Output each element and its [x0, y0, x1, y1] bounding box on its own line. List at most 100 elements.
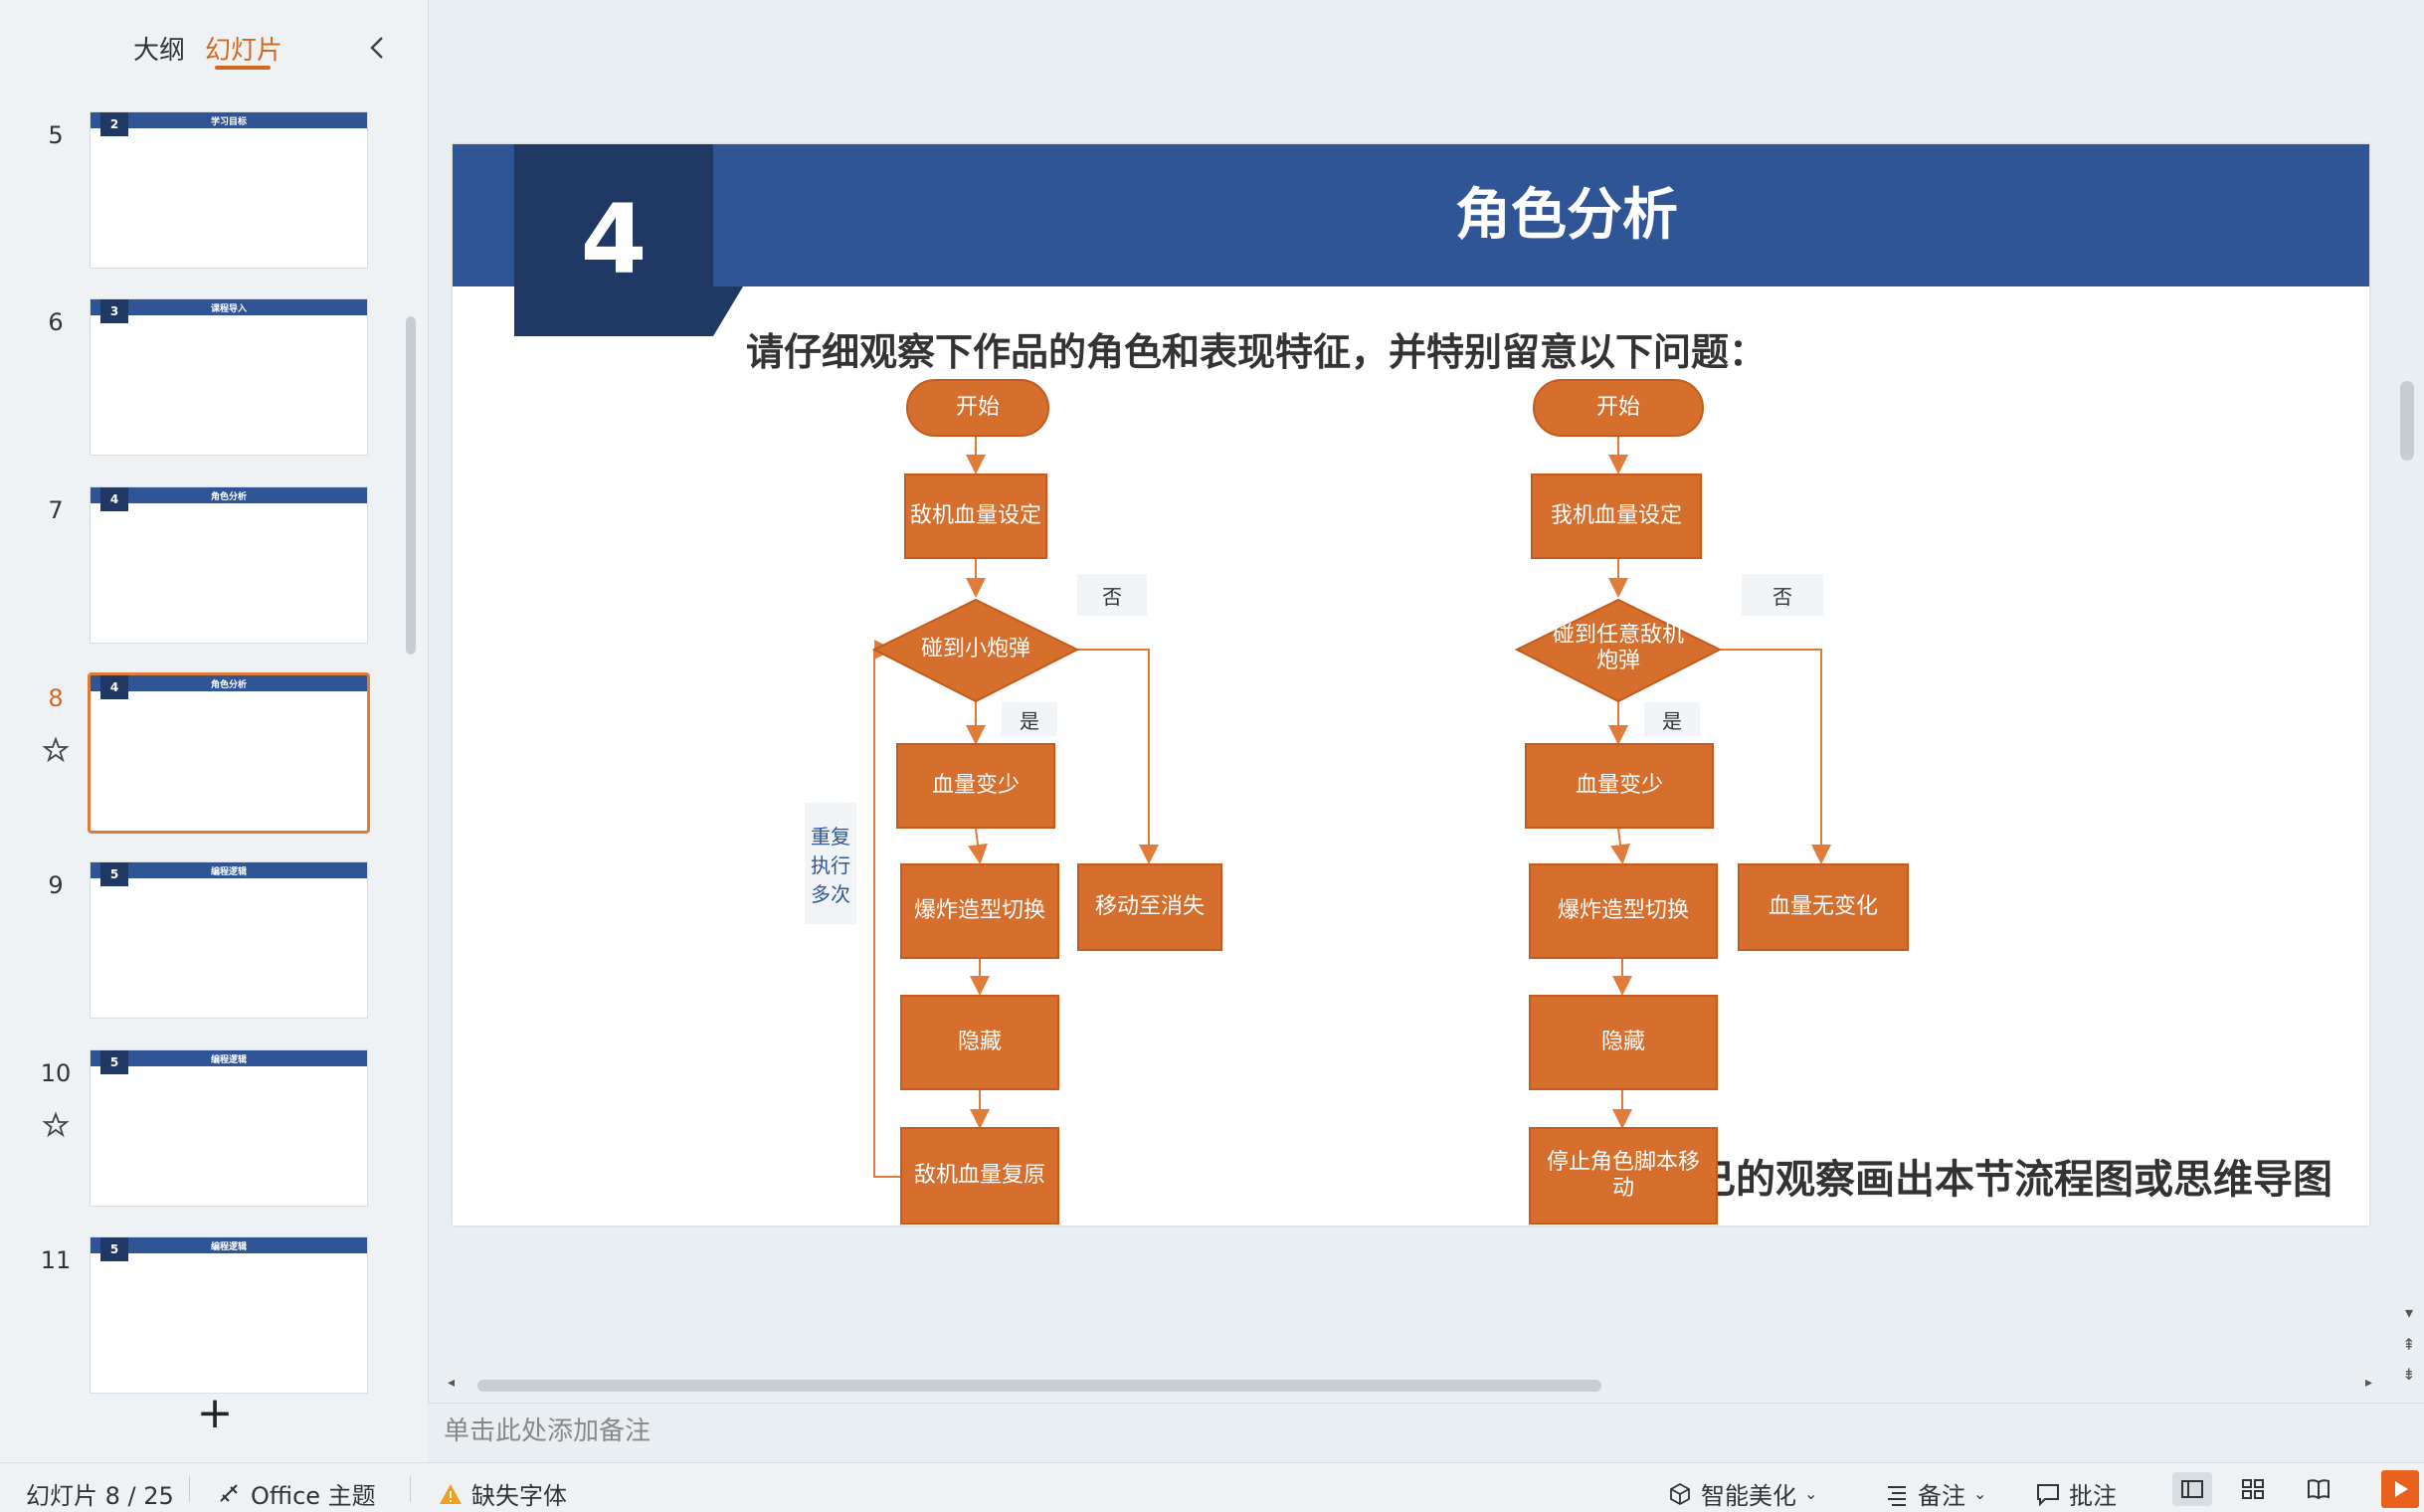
- thumbnail-title: 课程导入: [210, 304, 247, 314]
- cube-icon: [1670, 1482, 1690, 1505]
- flow-left-hp-down[interactable]: 血量变少: [896, 743, 1055, 829]
- thumbnail-title: 学习目标: [210, 117, 247, 127]
- tab-slides[interactable]: 幻灯片: [205, 36, 283, 66]
- thumbnail-row[interactable]: 5 2 学习目标: [0, 111, 398, 271]
- slide-thumbnail[interactable]: 2 学习目标: [90, 111, 368, 269]
- comments-button[interactable]: 批注: [2035, 1476, 2117, 1511]
- thumbnail-title: 角色分析: [210, 492, 247, 502]
- collapse-panel-button[interactable]: [366, 30, 390, 66]
- flow-left-explode[interactable]: 爆炸造型切换: [900, 863, 1059, 959]
- comment-icon: [2037, 1483, 2059, 1506]
- flow-left-repeat-label: 重复 执行 多次: [805, 803, 856, 924]
- thumbnail-row[interactable]: 8 4 角色分析: [0, 672, 398, 834]
- next-slide-icon[interactable]: ⇟: [2402, 1365, 2416, 1384]
- notes-pane[interactable]: [428, 1403, 2424, 1463]
- slide-canvas[interactable]: 4 角色分析 请仔细观察下作品的角色和表现特征，并特别留意以下问题：: [453, 144, 2369, 1226]
- slideshow-button[interactable]: [2381, 1470, 2419, 1508]
- decision-diamond-left: [871, 598, 1080, 703]
- thumbnail-badge: 4: [100, 675, 128, 699]
- slide-sorter-button[interactable]: [2240, 1476, 2266, 1502]
- flow-left-set-hp[interactable]: 敌机血量设定: [904, 473, 1047, 559]
- thumbnail-number: 5: [48, 121, 64, 149]
- thumbnail-number: 11: [40, 1246, 72, 1274]
- notes-toggle-button[interactable]: 备注 ⌄: [1884, 1476, 1986, 1511]
- notes-placeholder[interactable]: 单击此处添加备注: [444, 1417, 652, 1446]
- thumbnail-number: 7: [48, 496, 64, 524]
- slide-thumbnail[interactable]: 4 角色分析: [88, 672, 370, 834]
- flow-right-explode[interactable]: 爆炸造型切换: [1529, 863, 1718, 959]
- tab-active-indicator: [215, 66, 271, 70]
- chevron-left-icon: [370, 37, 383, 59]
- missing-font-button[interactable]: 缺失字体: [438, 1476, 567, 1511]
- notes-label: 备注: [1918, 1482, 1965, 1510]
- flow-left-decision[interactable]: 碰到小炮弹: [920, 636, 1030, 662]
- flow-right-no-label: 否: [1742, 574, 1823, 616]
- section-number-wedge: [713, 286, 743, 336]
- grid-view-icon: [2242, 1479, 2264, 1499]
- thumbnail-badge: 2: [100, 112, 128, 136]
- thumbnail-row[interactable]: 7 4 角色分析: [0, 486, 398, 646]
- book-icon: [2308, 1479, 2330, 1500]
- comments-label: 批注: [2069, 1482, 2117, 1510]
- tab-outline[interactable]: 大纲: [133, 36, 186, 66]
- scroll-right-icon[interactable]: ▸: [2365, 1375, 2373, 1391]
- normal-view-icon: [2181, 1480, 2203, 1498]
- panel-scrollbar[interactable]: [406, 316, 416, 655]
- flow-right-hide[interactable]: 隐藏: [1529, 995, 1718, 1090]
- thumbnail-title: 编程逻辑: [210, 867, 247, 877]
- slide-thumbnail[interactable]: 3 课程导入: [90, 298, 368, 456]
- scroll-left-icon[interactable]: ◂: [448, 1375, 456, 1391]
- flow-left-restore[interactable]: 敌机血量复原: [900, 1127, 1059, 1225]
- prev-slide-icon[interactable]: ⇞: [2402, 1335, 2416, 1354]
- slide-title[interactable]: 角色分析: [1455, 183, 1678, 248]
- thumbnail-number: 10: [40, 1059, 72, 1087]
- thumbnail-title: 角色分析: [210, 680, 247, 690]
- slide-thumbnail[interactable]: 4 角色分析: [90, 486, 368, 644]
- slide-subtitle[interactable]: 请仔细观察下作品的角色和表现特征，并特别留意以下问题：: [746, 330, 1768, 374]
- thumbnail-header: [91, 112, 367, 128]
- thumbnail-badge: 3: [100, 299, 128, 323]
- star-icon[interactable]: [42, 1111, 70, 1139]
- flow-left-start[interactable]: 开始: [906, 379, 1049, 437]
- scroll-down-icon[interactable]: ▾: [2404, 1303, 2414, 1322]
- slide-counter: 幻灯片 8 / 25: [26, 1482, 174, 1510]
- flow-right-stop[interactable]: 停止角色脚本移 动: [1529, 1127, 1718, 1225]
- star-icon[interactable]: [42, 736, 70, 764]
- flow-right-hp-down[interactable]: 血量变少: [1525, 743, 1714, 829]
- thumbnail-header: [91, 675, 367, 691]
- theme-button[interactable]: Office 主题: [217, 1476, 376, 1511]
- vertical-scrollbar-thumb[interactable]: [2400, 381, 2414, 461]
- flow-right-start[interactable]: 开始: [1533, 379, 1704, 437]
- flow-right-no-change[interactable]: 血量无变化: [1738, 863, 1909, 951]
- slide-bottom-text[interactable]: 己的观察画出本节流程图或思维导图: [1696, 1157, 2332, 1203]
- title-band: [453, 144, 2369, 286]
- add-slide-button[interactable]: +: [196, 1388, 234, 1438]
- flow-left-move[interactable]: 移动至消失: [1077, 863, 1222, 951]
- horizontal-scrollbar-thumb[interactable]: [477, 1380, 1601, 1392]
- flow-right-decision[interactable]: 碰到任意敌机 炮弹: [1552, 622, 1684, 673]
- thumbnail-header: [91, 487, 367, 503]
- smart-beautify-button[interactable]: 智能美化 ⌄: [1667, 1476, 1817, 1511]
- thumbnail-number: 8: [48, 684, 64, 712]
- flow-left-hide[interactable]: 隐藏: [900, 995, 1059, 1090]
- theme-icon: [220, 1483, 238, 1502]
- normal-view-button[interactable]: [2172, 1472, 2212, 1506]
- flow-right-set-hp[interactable]: 我机血量设定: [1531, 473, 1702, 559]
- thumbnail-header: [91, 1050, 367, 1066]
- thumbnail-badge: 5: [100, 1237, 128, 1261]
- status-separator: [410, 1476, 411, 1502]
- notes-icon: [1888, 1485, 1906, 1506]
- theme-label: Office 主题: [251, 1482, 376, 1510]
- flowchart-connectors: [871, 437, 1831, 1178]
- status-separator: [189, 1476, 190, 1502]
- thumbnail-badge: 4: [100, 487, 128, 511]
- chevron-down-icon: ⌄: [1973, 1484, 1987, 1503]
- reading-view-button[interactable]: [2306, 1476, 2331, 1502]
